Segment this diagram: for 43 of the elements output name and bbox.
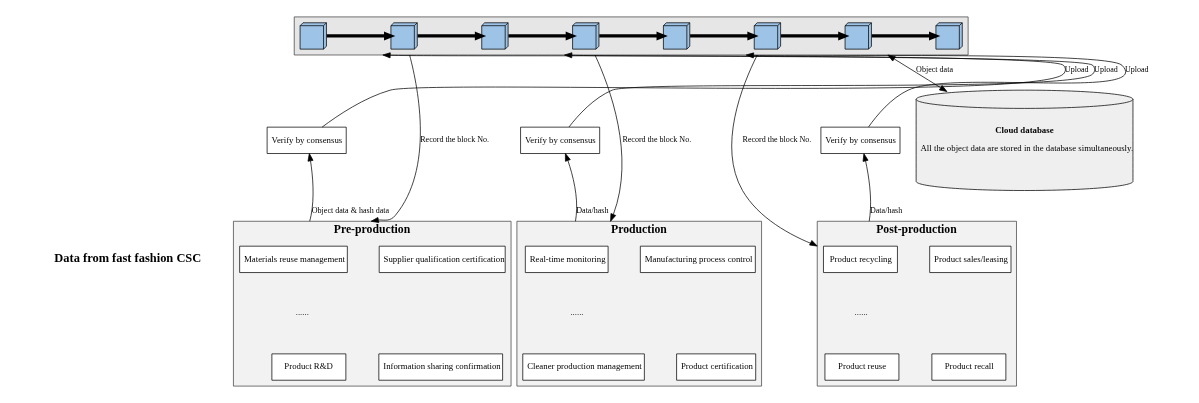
node-box: Product reuse bbox=[824, 353, 900, 381]
edge-label: Upload bbox=[1064, 64, 1089, 74]
arrow bbox=[780, 31, 850, 41]
node-box: Verify by consensus bbox=[820, 126, 901, 154]
arrow bbox=[370, 54, 421, 223]
node-box: Verify by consensus bbox=[520, 126, 601, 154]
edge-label: Upload bbox=[1094, 64, 1118, 74]
edge-label: Upload bbox=[1124, 64, 1149, 74]
arrow bbox=[417, 31, 487, 41]
arrow bbox=[599, 31, 668, 41]
edge-label: Record the block No. bbox=[420, 135, 490, 145]
label: ...... bbox=[854, 307, 868, 318]
arrow bbox=[862, 153, 871, 222]
node-box: Product recycling bbox=[823, 245, 898, 273]
arrow bbox=[731, 54, 818, 247]
edge-label: Object data bbox=[916, 64, 953, 74]
node-box: Materials reuse management bbox=[239, 245, 348, 273]
arrow bbox=[871, 31, 941, 41]
node-box: Real-time monitoring bbox=[524, 245, 609, 273]
arrow bbox=[307, 153, 314, 222]
edge-label: Record the block No. bbox=[622, 135, 692, 145]
edge-label: Object data & hash data bbox=[311, 206, 390, 216]
arrow bbox=[326, 31, 396, 41]
node-box: Supplier qualification certification bbox=[378, 245, 506, 273]
arrow bbox=[508, 31, 577, 41]
arrow bbox=[594, 54, 623, 222]
label: ...... bbox=[570, 307, 584, 318]
cluster bbox=[293, 16, 969, 56]
edge-label: Data/hash bbox=[869, 206, 903, 216]
node-box: Cleaner production management bbox=[522, 353, 645, 381]
node-box: Product R&D bbox=[271, 353, 347, 381]
edge-label: Data/hash bbox=[576, 206, 609, 216]
node-box: Product sales/leasing bbox=[929, 245, 1012, 273]
edge-label: Record the block No. bbox=[742, 135, 812, 145]
node-box: Information sharing confirmation bbox=[378, 353, 503, 381]
arrow bbox=[565, 153, 578, 222]
arrow bbox=[690, 31, 759, 41]
node-box: Product certification bbox=[676, 353, 757, 381]
node-box: Verify by consensus bbox=[266, 126, 347, 154]
node-box: Manufacturing process control bbox=[639, 245, 756, 273]
node-box: Product recall bbox=[931, 353, 1007, 381]
label: Data from fast fashion CSC bbox=[54, 250, 202, 265]
label: ...... bbox=[295, 307, 309, 318]
